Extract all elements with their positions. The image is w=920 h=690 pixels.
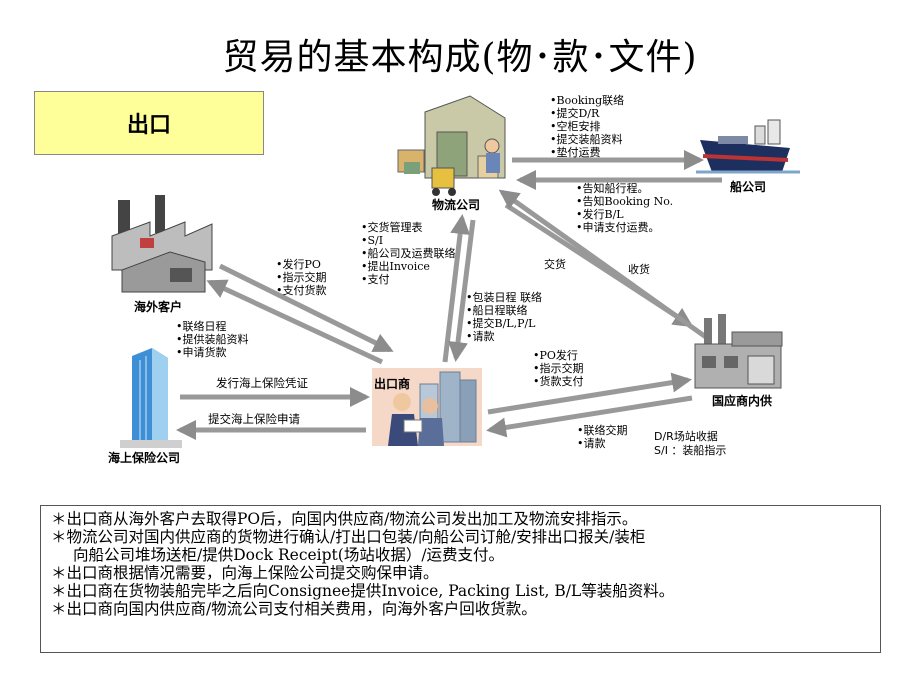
supplier-label: 国应商内供 [712, 394, 773, 408]
arrow-supplier-to-exporter [486, 395, 693, 438]
note-receive: 收货 [628, 263, 650, 276]
note-line: •申请货款 [176, 346, 227, 359]
note-logistics-to-ship: •Booking联络 •提交D/R •空柜安排 •提交装船资料 •垫付运费 [550, 94, 624, 159]
note-line: •联络日程 [176, 320, 227, 333]
ship-icon [696, 119, 800, 174]
note-line: •告知船行程。 [576, 182, 649, 195]
note-line: •提交装船资料 [550, 133, 623, 146]
logistics-label: 物流公司 [432, 198, 481, 212]
note-exporter-to-logistics: •交货管理表 •S/I •船公司及运费联络 •提出Invoice •支付 [361, 221, 456, 286]
note-line: •货款支付 [533, 375, 584, 388]
note-line: •S/I [361, 234, 384, 247]
summary-line: ＊出口商向国内供应商/物流公司支付相关费用，向海外客户回收货款。 [51, 600, 537, 618]
note-exporter-to-overseas: •发行PO •指示交期 •支付货款 [276, 258, 327, 297]
note-exporter-to-supplier: •PO发行 •指示交期 •货款支付 [533, 349, 584, 388]
exporter-label: 出口商 [374, 377, 411, 391]
arrow-exporter-to-overseas [206, 279, 384, 365]
note-line: •垫付运费 [550, 146, 601, 159]
note-line: •交货管理表 [361, 221, 423, 234]
note-line: S/I ：装船指示 [654, 444, 727, 457]
note-line: •申请支付运费。 [576, 221, 660, 234]
note-supplier-docs: D/R场站收据 S/I ：装船指示 [654, 430, 726, 458]
summary-box: ＊出口商从海外客户去取得PO后，向国内供应商/物流公司发出加工及物流安排指示。 … [40, 505, 881, 653]
note-line: •包装日程 联络 [466, 291, 542, 304]
note-line: •指示交期 [533, 362, 584, 375]
note-line: •指示交期 [276, 271, 327, 284]
arrow-overseas-to-exporter [218, 263, 394, 353]
factory-icon-overseas [111, 195, 213, 293]
note-line: •支付 [361, 273, 390, 286]
summary-line: ＊出口商根据情况需要，向海上保险公司提交购保申请。 [51, 564, 439, 582]
shipping-label: 船公司 [730, 180, 767, 194]
building-icon-insurance [120, 348, 182, 448]
exporter-image [372, 368, 482, 446]
export-label: 出口 [126, 113, 171, 138]
note-line: •船日程联络 [466, 304, 528, 317]
note-line: •提出Invoice [361, 260, 430, 273]
page-title: 贸易的基本构成(物･款･文件) [222, 37, 698, 78]
note-line: D/R场站收据 [654, 430, 718, 443]
export-label-box: 出口 [34, 91, 264, 155]
note-line: •告知Booking No. [576, 195, 674, 208]
note-line: •Booking联络 [550, 94, 625, 107]
note-logistics-to-exporter: •包装日程 联络 •船日程联络 •提交B/L,P/L •请款 [466, 291, 542, 343]
note-line: •发行B/L [576, 208, 624, 221]
note-delivery: 交货 [544, 258, 566, 271]
note-line: •提供装船资料 [176, 333, 249, 346]
summary-line: ＊出口商在货物装船完毕之后向Consignee提供Invoice, Packin… [51, 582, 675, 600]
summary-line: ＊物流公司对国内供应商的货物进行确认/打出口包装/向船公司订舱/安排出口报关/装… [51, 528, 646, 546]
note-line: •发行PO [276, 258, 321, 271]
note-line: •提交D/R [550, 107, 600, 120]
arrow-logistics-to-exporter [448, 219, 476, 362]
note-supplier-to-exporter: •联络交期 •请款 [577, 424, 628, 450]
note-line: •空柜安排 [550, 120, 601, 133]
overseas-label: 海外客户 [134, 300, 183, 314]
note-overseas-to-exporter: •联络日程 •提供装船资料 •申请货款 [176, 320, 249, 359]
note-line: •联络交期 [577, 424, 628, 437]
note-line: •提交B/L,P/L [466, 317, 536, 330]
arrow-exporter-to-supplier [487, 372, 692, 415]
note-line: •支付货款 [276, 284, 327, 297]
warehouse-icon [397, 95, 506, 196]
note-line: •请款 [466, 330, 495, 343]
summary-line: ＊出口商从海外客户去取得PO后，向国内供应商/物流公司发出加工及物流安排指示。 [51, 510, 638, 528]
note-insurance-issue: 发行海上保险凭证 [216, 376, 308, 390]
summary-line: 向船公司堆场送柜/提供Dock Receipt(场站收据）/运费支付。 [73, 546, 505, 564]
note-line: •船公司及运费联络 [361, 247, 456, 260]
arrow-supplier-to-logistics [498, 189, 712, 343]
note-line: •PO发行 [533, 349, 578, 362]
note-insurance-submit: 提交海上保险申请 [208, 412, 300, 426]
note-ship-to-logistics: •告知船行程。 •告知Booking No. •发行B/L •申请支付运费。 [576, 182, 673, 234]
factory-icon-supplier [694, 314, 783, 389]
arrow-exporter-to-logistics [442, 214, 471, 363]
note-line: •请款 [577, 437, 606, 450]
insurance-label: 海上保险公司 [108, 451, 181, 465]
